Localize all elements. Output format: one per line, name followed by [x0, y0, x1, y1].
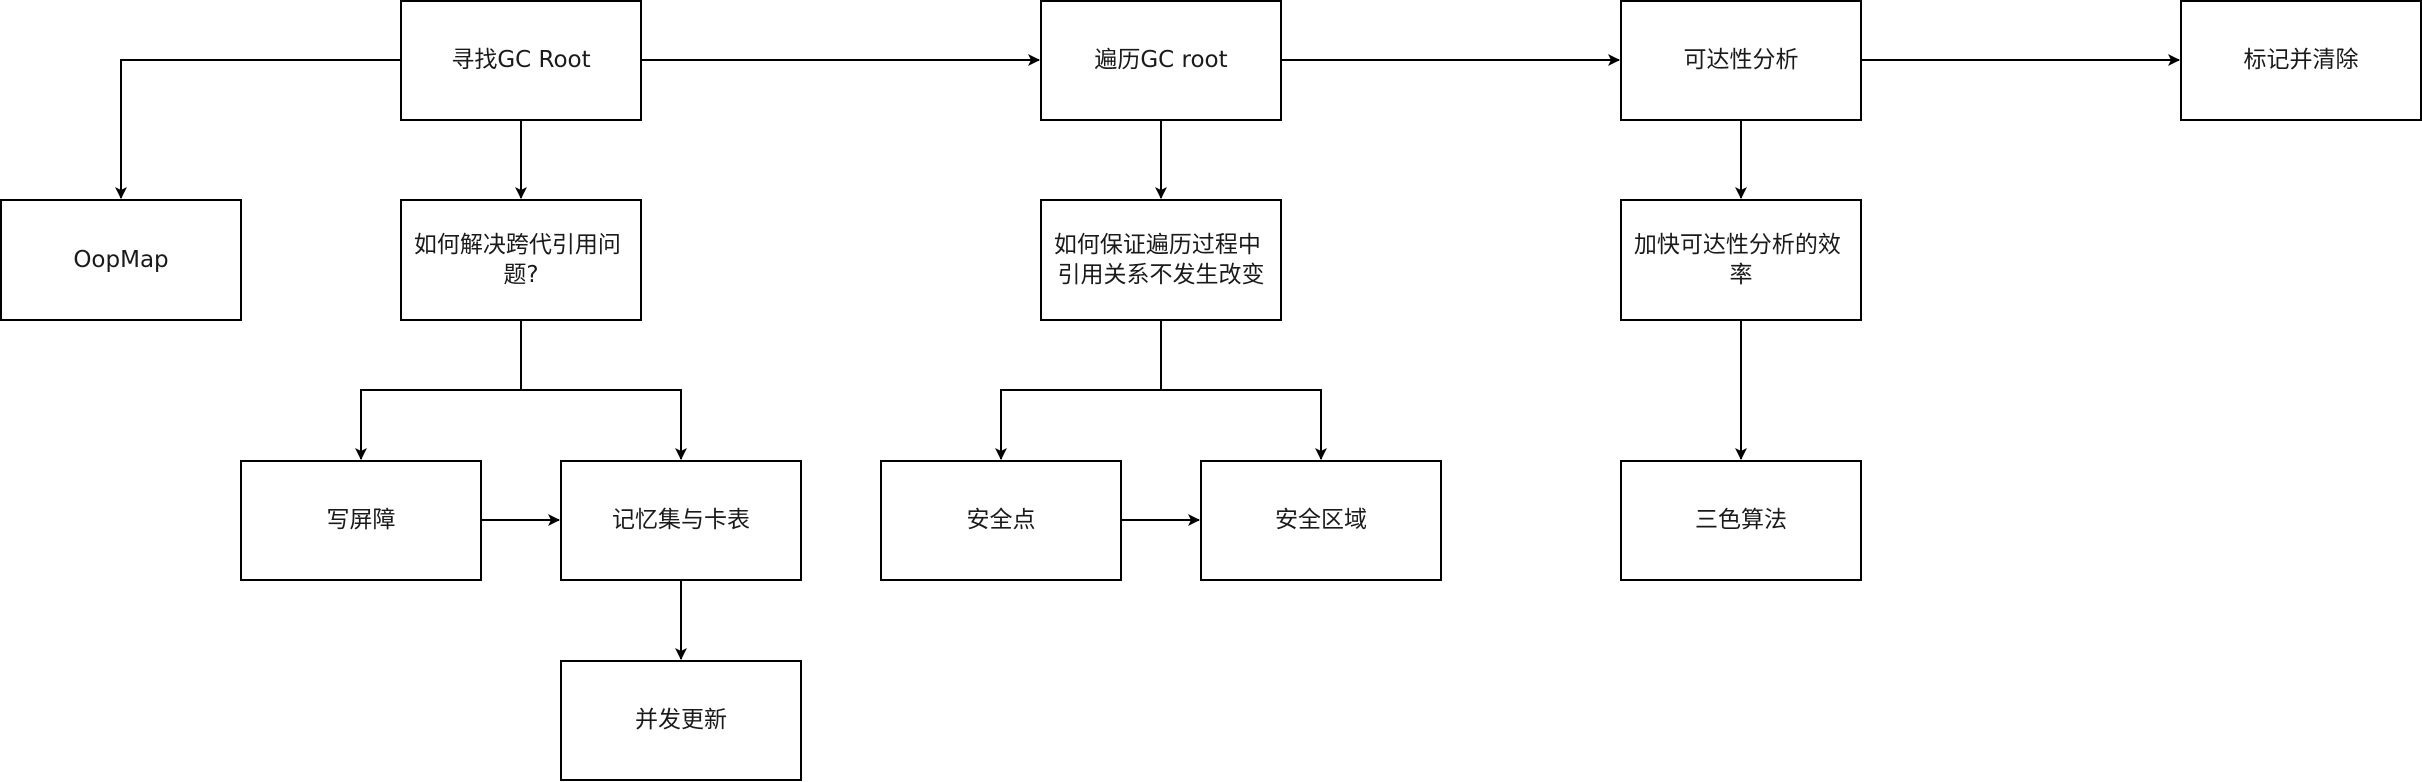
node-reachability-analysis[interactable]: 可达性分析 — [1620, 0, 1862, 121]
edge-cross-gen-to-write-barrier — [355, 320, 522, 460]
node-label: 可达性分析 — [1684, 47, 1799, 73]
node-find-gc-root[interactable]: 寻找GC Root — [400, 0, 642, 121]
node-label: 如何解决跨代引用问 题? — [414, 232, 628, 288]
node-write-barrier[interactable]: 写屏障 — [240, 460, 482, 581]
node-label: 安全点 — [967, 507, 1036, 533]
node-keep-references-stable[interactable]: 如何保证遍历过程中 引用关系不发生改变 — [1040, 199, 1282, 321]
node-remembered-set-card-table[interactable]: 记忆集与卡表 — [560, 460, 802, 581]
node-label: 写屏障 — [327, 507, 396, 533]
edge-find-to-oopmap — [115, 59, 400, 199]
node-safepoint[interactable]: 安全点 — [880, 460, 1122, 581]
node-label: 如何保证遍历过程中 引用关系不发生改变 — [1054, 232, 1268, 288]
node-traverse-gc-root[interactable]: 遍历GC root — [1040, 0, 1282, 121]
node-speed-up-reachability[interactable]: 加快可达性分析的效 率 — [1620, 199, 1862, 321]
node-label: 加快可达性分析的效 率 — [1634, 232, 1848, 288]
node-label: 并发更新 — [635, 707, 727, 733]
node-concurrent-update[interactable]: 并发更新 — [560, 660, 802, 781]
node-label: OopMap — [73, 247, 168, 273]
node-cross-generation-reference[interactable]: 如何解决跨代引用问 题? — [400, 199, 642, 321]
edge-cross-gen-to-remembered-set — [521, 389, 687, 460]
node-label: 记忆集与卡表 — [612, 507, 750, 533]
node-label: 安全区域 — [1275, 507, 1367, 533]
node-mark-and-sweep[interactable]: 标记并清除 — [2180, 0, 2422, 121]
edge-keep-refs-to-safepoint — [995, 320, 1162, 460]
node-tricolor-marking[interactable]: 三色算法 — [1620, 460, 1862, 581]
node-safe-region[interactable]: 安全区域 — [1200, 460, 1442, 581]
node-oopmap[interactable]: OopMap — [0, 199, 242, 321]
node-label: 标记并清除 — [2244, 47, 2359, 73]
node-label: 三色算法 — [1695, 507, 1787, 533]
edges — [115, 54, 2180, 660]
node-label: 寻找GC Root — [451, 47, 590, 73]
edge-keep-refs-to-safe-region — [1161, 389, 1327, 460]
node-label: 遍历GC root — [1094, 47, 1227, 73]
